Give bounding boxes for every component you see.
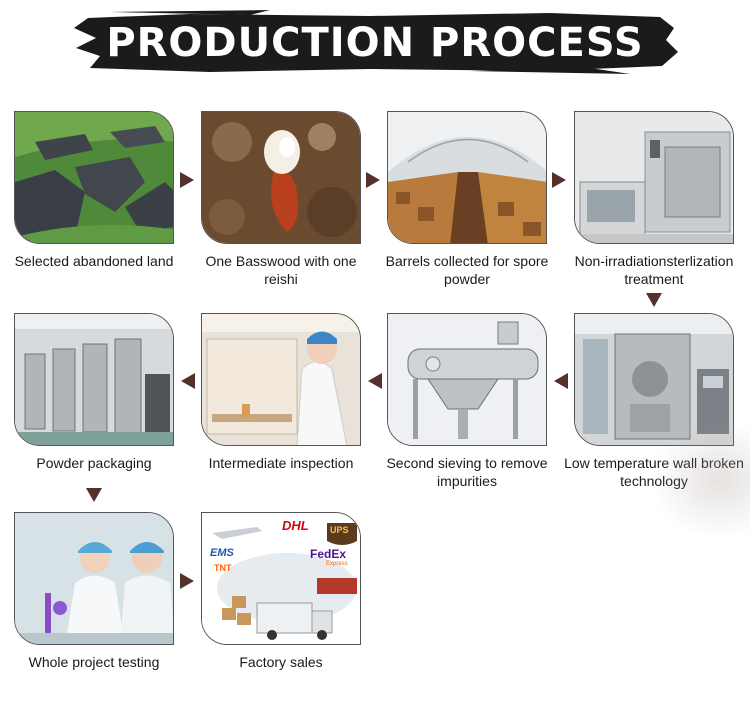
arrow-down-icon bbox=[646, 293, 662, 307]
step-label: Second sieving to remove impurities bbox=[386, 455, 548, 489]
step-barrels-collected: Barrels collected for spore powder bbox=[386, 111, 548, 288]
step-label: Intermediate inspection bbox=[208, 455, 354, 471]
tnt-logo: TNT bbox=[214, 563, 232, 573]
page-title: PRODUCTION PROCESS bbox=[106, 20, 644, 66]
lab-inspection-photo bbox=[201, 313, 361, 446]
arrow-right-icon bbox=[552, 172, 566, 188]
ups-logo: UPS bbox=[330, 525, 349, 535]
ink-mist-decoration bbox=[650, 420, 750, 540]
arrow-left-icon bbox=[368, 373, 382, 389]
step-second-sieving: Second sieving to remove impurities bbox=[386, 313, 548, 490]
greenhouse-barrels-photo bbox=[387, 111, 547, 244]
step-powder-packaging: Powder packaging bbox=[14, 313, 174, 472]
packaging-line-photo bbox=[14, 313, 174, 446]
wall-breaking-machine-photo bbox=[574, 313, 734, 446]
step-label: Powder packaging bbox=[36, 455, 152, 471]
arrow-left-icon bbox=[554, 373, 568, 389]
arrow-right-icon bbox=[366, 172, 380, 188]
arrow-right-icon bbox=[180, 172, 194, 188]
ems-logo: EMS bbox=[210, 547, 234, 559]
shipping-logistics-photo: DHL UPS EMS FedEx Express TNT bbox=[201, 512, 361, 645]
arrow-left-icon bbox=[181, 373, 195, 389]
arrow-right-icon bbox=[180, 573, 194, 589]
reishi-on-log-photo bbox=[201, 111, 361, 244]
farmland-photo bbox=[14, 111, 174, 244]
fedex-logo: FedEx bbox=[310, 547, 347, 561]
step-whole-project-testing: Whole project testing bbox=[14, 512, 174, 671]
step-basswood-reishi: One Basswood with one reishi bbox=[201, 111, 361, 288]
sterilization-chamber-photo bbox=[574, 111, 734, 244]
title-banner: PRODUCTION PROCESS bbox=[70, 8, 680, 76]
step-label: One Basswood with one reishi bbox=[205, 253, 357, 287]
step-label: Selected abandoned land bbox=[14, 253, 174, 269]
step-label: Whole project testing bbox=[28, 654, 160, 670]
brush-stroke-background bbox=[74, 10, 678, 74]
fedex-express-label: Express bbox=[326, 561, 348, 567]
step-intermediate-inspection: Intermediate inspection bbox=[201, 313, 361, 472]
step-label: Factory sales bbox=[239, 654, 323, 670]
dhl-logo: DHL bbox=[282, 518, 309, 533]
sieving-machine-photo bbox=[387, 313, 547, 446]
step-wall-broken: Low temperature wall broken technology bbox=[564, 313, 744, 490]
step-label: Non-irradiationsterlization treatment bbox=[574, 253, 734, 287]
step-factory-sales: DHL UPS EMS FedEx Express TNT Factory sa… bbox=[201, 512, 361, 671]
arrow-down-icon bbox=[86, 488, 102, 502]
step-label: Low temperature wall broken technology bbox=[564, 455, 744, 489]
step-sterilization: Non-irradiationsterlization treatment bbox=[574, 111, 734, 288]
lab-testing-photo bbox=[14, 512, 174, 645]
step-label: Barrels collected for spore powder bbox=[385, 253, 549, 287]
step-selected-land: Selected abandoned land bbox=[14, 111, 174, 270]
